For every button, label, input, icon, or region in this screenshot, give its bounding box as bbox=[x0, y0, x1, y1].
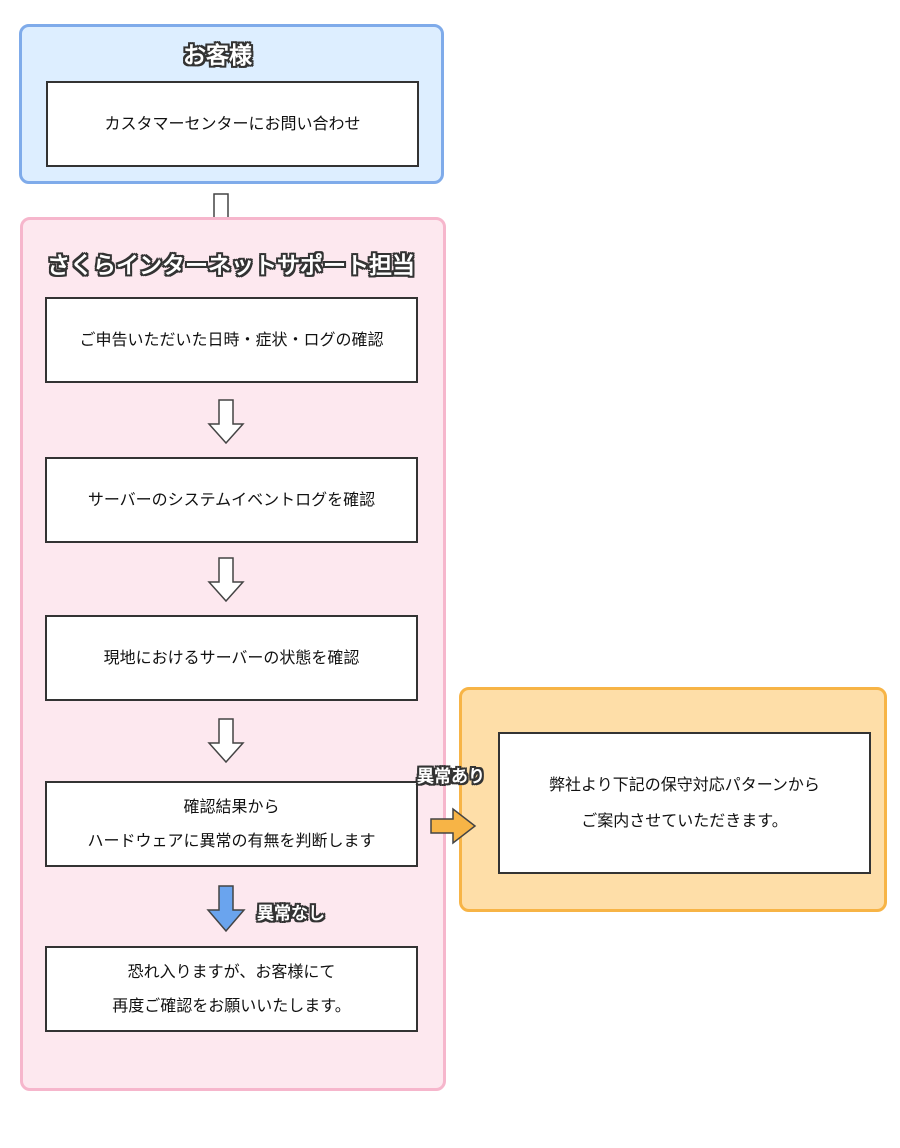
step-decision: 確認結果から ハードウェアに異常の有無を判断します bbox=[45, 781, 418, 867]
step-contact-center: カスタマーセンターにお問い合わせ bbox=[46, 81, 419, 167]
step-text: ご申告いただいた日時・症状・ログの確認 bbox=[79, 330, 384, 349]
arrow-down-blue-icon bbox=[206, 885, 246, 933]
arrow-down-icon bbox=[207, 557, 245, 603]
arrow-right-orange-icon bbox=[430, 807, 477, 845]
step-text: 現地におけるサーバーの状態を確認 bbox=[103, 648, 360, 667]
branch-label-no-anomaly: 異常なし bbox=[257, 904, 325, 924]
lane-title-customer: お客様 bbox=[183, 43, 252, 69]
guidance-line-1: 弊社より下記の保守対応パターンから bbox=[549, 775, 820, 794]
branch-label-anomaly: 異常あり bbox=[417, 767, 485, 787]
decision-line-2: ハードウェアに異常の有無を判断します bbox=[87, 831, 376, 850]
step-recheck-request: 恐れ入りますが、お客様にて 再度ご確認をお願いいたします。 bbox=[45, 946, 418, 1032]
lane-title-support: さくらインターネットサポート担当 bbox=[47, 253, 415, 279]
recheck-line-1: 恐れ入りますが、お客様にて bbox=[127, 962, 336, 981]
step-text: サーバーのシステムイベントログを確認 bbox=[87, 490, 376, 509]
decision-line-1: 確認結果から bbox=[183, 797, 280, 816]
guidance-line-2: ご案内させていただきます。 bbox=[581, 811, 788, 830]
step-text: カスタマーセンターにお問い合わせ bbox=[104, 114, 361, 133]
step-check-onsite: 現地におけるサーバーの状態を確認 bbox=[45, 615, 418, 701]
arrow-down-icon bbox=[207, 399, 245, 445]
step-check-report: ご申告いただいた日時・症状・ログの確認 bbox=[45, 297, 418, 383]
step-maintenance-guidance: 弊社より下記の保守対応パターンから ご案内させていただきます。 bbox=[498, 732, 871, 874]
arrow-down-icon bbox=[207, 718, 245, 764]
step-check-event-log: サーバーのシステムイベントログを確認 bbox=[45, 457, 418, 543]
recheck-line-2: 再度ご確認をお願いいたします。 bbox=[112, 996, 351, 1015]
